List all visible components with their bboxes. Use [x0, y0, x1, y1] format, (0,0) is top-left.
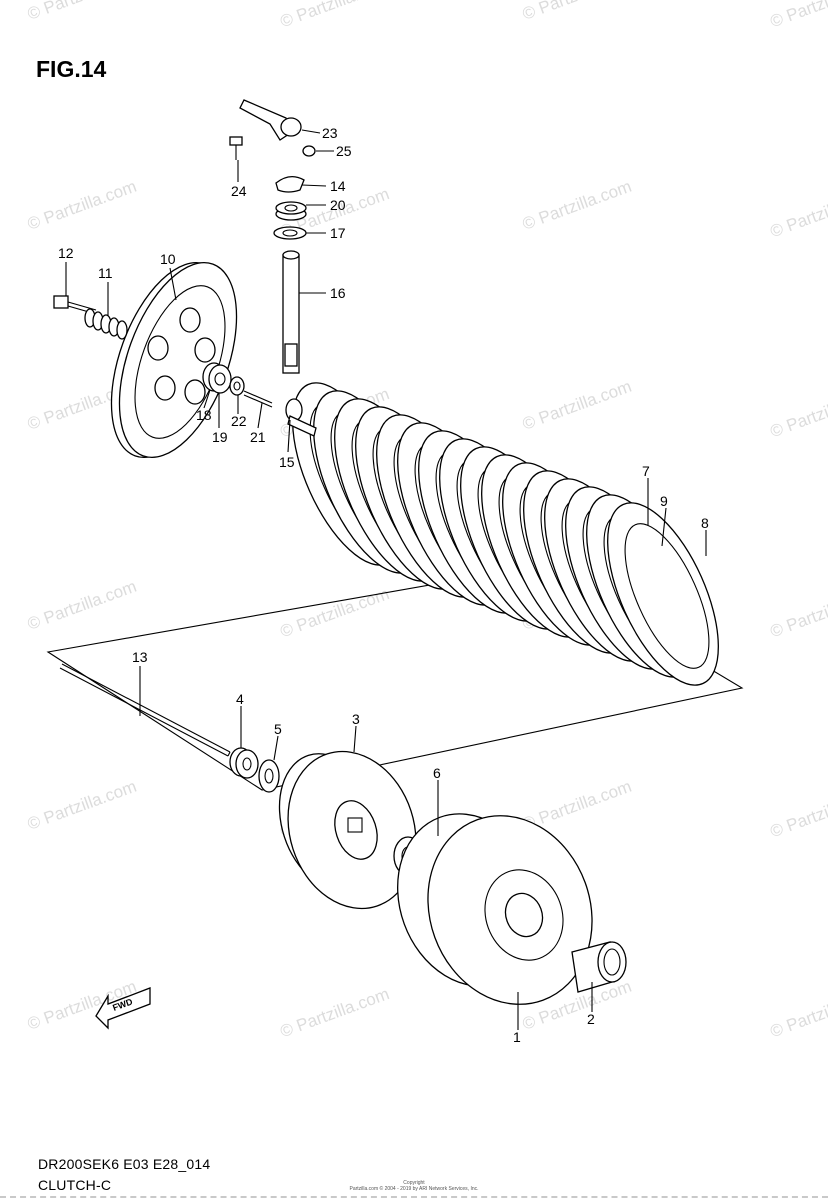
callout-14: 14 — [330, 178, 346, 194]
clutch-spring — [84, 308, 128, 340]
callout-21: 21 — [250, 429, 266, 445]
watermark: © Partzilla.com — [520, 377, 634, 434]
clutch-plate-stack — [292, 382, 719, 686]
watermark: © Partzilla.com — [520, 0, 634, 24]
watermark: © Partzilla.com — [768, 384, 828, 441]
watermark: © Partzilla.com — [25, 577, 139, 634]
callout-18: 18 — [196, 407, 212, 423]
callout-11: 11 — [98, 265, 113, 281]
watermark: © Partzilla.com — [25, 177, 139, 234]
callout-16: 16 — [330, 285, 346, 301]
copyright-line-1: Copyright — [403, 1180, 425, 1186]
clutch-plate — [607, 502, 719, 686]
forward-direction-arrow: FWD — [95, 987, 151, 1030]
callout-20: 20 — [330, 197, 346, 213]
release-lever — [239, 99, 302, 141]
watermark: © Partzilla.com — [768, 0, 828, 31]
release-bearing — [202, 362, 232, 394]
callout-5: 5 — [274, 721, 282, 737]
callout-9: 9 — [660, 493, 668, 509]
watermark: © Partzilla.com — [278, 0, 392, 31]
watermark: © Partzilla.com — [768, 984, 828, 1041]
watermark: © Partzilla.com — [768, 584, 828, 641]
callout-7: 7 — [642, 463, 650, 479]
callout-25: 25 — [336, 143, 352, 159]
callout-17: 17 — [330, 225, 346, 241]
clutch-housing — [397, 813, 593, 1005]
watermark: © Partzilla.com — [520, 177, 634, 234]
figure-title: FIG.14 — [36, 56, 107, 82]
plate-inner-edge — [624, 523, 710, 669]
clutch-push-rod-shaft — [59, 663, 231, 757]
callout-19: 19 — [212, 429, 228, 445]
page-bottom-edge — [0, 1196, 828, 1198]
clutch-housing-bushing — [571, 941, 627, 993]
model-code: DR200SEK6 E03 E28_014 — [38, 1156, 211, 1172]
watermark: © Partzilla.com — [25, 0, 139, 24]
release-camshaft — [282, 250, 300, 374]
watermark: © Partzilla.com — [278, 984, 392, 1041]
camshaft-plate — [275, 176, 305, 193]
callout-12: 12 — [58, 245, 74, 261]
oil-seal — [273, 226, 307, 240]
watermark: © Partzilla.com — [278, 584, 392, 641]
watermark: © Partzilla.com — [768, 784, 828, 841]
watermark: © Partzilla.com — [768, 184, 828, 241]
callout-1: 1 — [513, 1029, 521, 1045]
lock-nut — [229, 747, 259, 779]
ground-plane-outline — [46, 565, 744, 791]
leader-lines — [65, 129, 707, 1030]
push-rod — [243, 390, 273, 408]
callout-6: 6 — [433, 765, 441, 781]
copyright-line-2: Partzilla.com © 2004 - 2019 by ARI Netwo… — [349, 1186, 479, 1192]
callout-24: 24 — [231, 183, 247, 199]
sleeve-hub — [278, 750, 417, 910]
pressure-plate — [110, 261, 238, 459]
callout-13: 13 — [132, 649, 148, 665]
lock-washer — [258, 759, 280, 793]
lever-bolt — [229, 136, 243, 160]
watermark: © Partzilla.com — [25, 777, 139, 834]
section-name: CLUTCH-C — [38, 1177, 112, 1193]
callout-15: 15 — [279, 454, 295, 470]
callout-10: 10 — [160, 251, 176, 267]
release-washer — [229, 376, 245, 396]
callout-4: 4 — [236, 691, 244, 707]
callout-22: 22 — [231, 413, 247, 429]
release-rack — [285, 398, 317, 437]
lever-screw — [302, 145, 316, 157]
callout-8: 8 — [701, 515, 709, 531]
bearing-collar — [275, 201, 307, 221]
callout-2: 2 — [587, 1011, 595, 1027]
callout-23: 23 — [322, 125, 338, 141]
callout-3: 3 — [352, 711, 360, 727]
